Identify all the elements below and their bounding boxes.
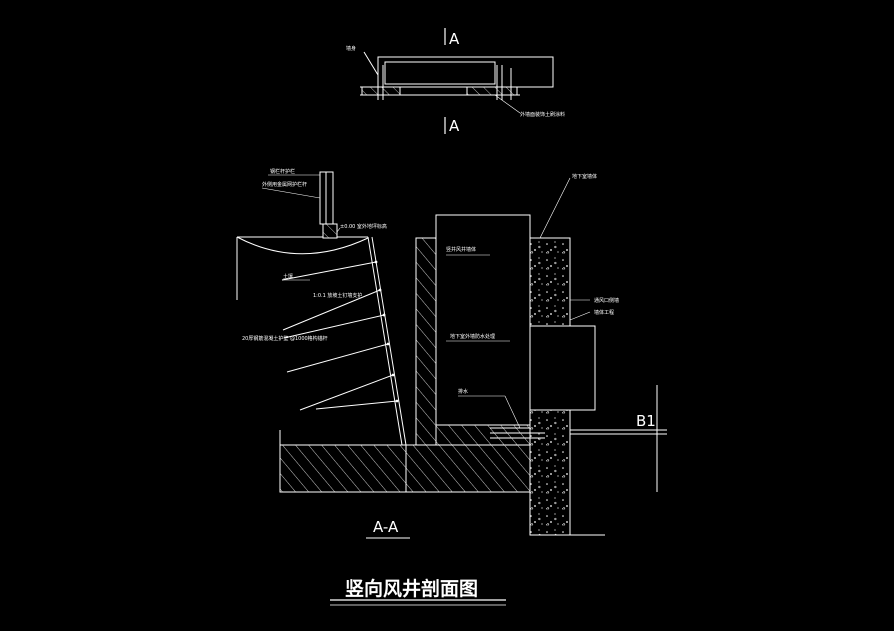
note-slope: 1:0.1 放坡土钉墙支护 bbox=[313, 292, 362, 299]
plan-right-note: 外墙面装饰土刷涂料 bbox=[520, 111, 565, 118]
foundation-slab bbox=[279, 444, 531, 493]
leader-lines bbox=[261, 174, 591, 429]
plan-opening bbox=[384, 61, 496, 85]
note-shaft: 竖井风井墙体 bbox=[446, 246, 476, 253]
note-level: ±0.00 室外地坪标高 bbox=[340, 223, 387, 230]
note-retaining: 20厚钢筋混凝土护壁 @1000格构锚杆 bbox=[242, 335, 328, 342]
shaft-wall bbox=[415, 237, 437, 446]
section-label-text: A-A bbox=[373, 518, 399, 536]
slope-curve bbox=[236, 236, 369, 255]
concrete-wall-lower bbox=[529, 409, 571, 536]
plan-hatch-left bbox=[361, 86, 401, 96]
section-mark-top-label: A bbox=[449, 30, 460, 48]
plan-left-note: 墙身 bbox=[346, 45, 356, 52]
note-railing: 外侧用金属网护栏杆 bbox=[262, 181, 307, 188]
nail-wall-inner bbox=[371, 236, 407, 446]
note-railing-top: 钢栏杆护栏 bbox=[270, 168, 295, 175]
concrete-wall-upper bbox=[529, 237, 571, 327]
note-opening-1: 通风口侧墙 bbox=[594, 297, 619, 304]
wall-opening bbox=[529, 325, 596, 411]
plan-detail bbox=[360, 51, 554, 100]
note-opening-2: 墙体工程 bbox=[594, 309, 614, 316]
note-waterproof: 地下室外墙防水处理 bbox=[450, 333, 495, 340]
note-drain: 排水 bbox=[458, 388, 468, 395]
nail-wall-outer bbox=[367, 236, 403, 446]
section-label: A-A bbox=[366, 518, 410, 539]
drawing-title: 竖向风井剖面图 bbox=[330, 577, 506, 606]
section-mark-bottom: A bbox=[444, 117, 460, 135]
note-wall-top: 地下室墙体 bbox=[572, 173, 597, 180]
drawing-title-text: 竖向风井剖面图 bbox=[345, 577, 478, 600]
plan-hatch-right bbox=[466, 86, 518, 96]
axis-label: B1 bbox=[636, 412, 656, 430]
railing-base bbox=[322, 223, 338, 239]
section-mark-bottom-label: A bbox=[449, 117, 460, 135]
note-soil: 土壤 bbox=[283, 273, 293, 280]
section-drawing bbox=[236, 171, 667, 536]
section-mark-top: A bbox=[444, 28, 460, 48]
